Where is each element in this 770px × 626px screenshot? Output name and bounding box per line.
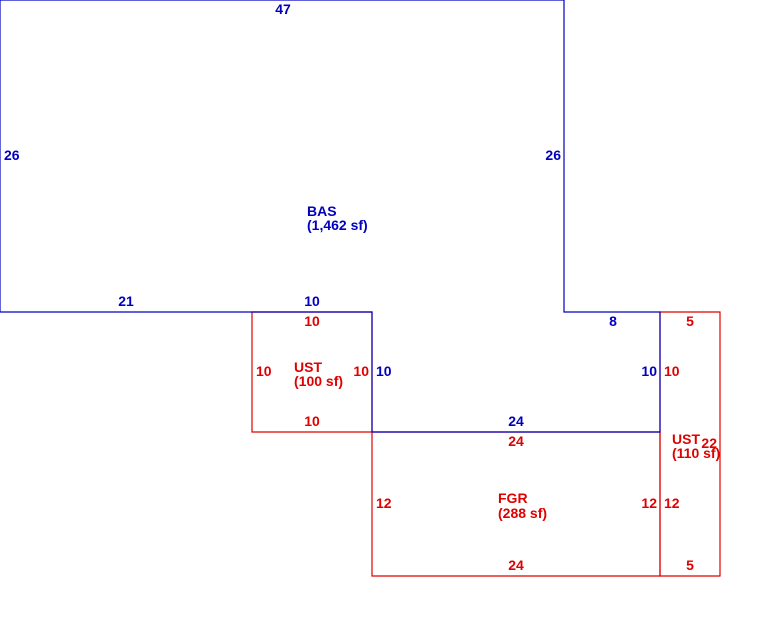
- bas-area: (1,462 sf): [307, 217, 368, 233]
- dim-bas-left: 26: [4, 147, 20, 163]
- dim-ust-left-right: 10: [353, 363, 369, 379]
- dim-ust-left-bottom: 10: [304, 413, 320, 429]
- ust-right-outline: [659, 311, 721, 577]
- dim-ust-right-left-upper: 10: [664, 363, 680, 379]
- fgr-label: FGR: [498, 490, 528, 506]
- dim-bas-inner-bottom: 24: [508, 413, 524, 429]
- dim-bas-right: 26: [545, 147, 561, 163]
- dim-ust-left-top: 10: [304, 313, 320, 329]
- dim-bas-bottom-left: 21: [118, 293, 134, 309]
- dim-ust-right-right: 22: [701, 435, 717, 451]
- dim-fgr-bottom: 24: [508, 557, 524, 573]
- dim-ust-right-top: 5: [686, 313, 694, 329]
- dim-fgr-right: 12: [641, 495, 657, 511]
- dim-bas-top: 47: [275, 1, 291, 17]
- ust-right-label: UST: [672, 431, 700, 447]
- bas-outline: [0, 0, 661, 433]
- dim-fgr-left: 12: [376, 495, 392, 511]
- dim-fgr-top: 24: [508, 433, 524, 449]
- fgr-area: (288 sf): [498, 505, 547, 521]
- dim-ust-right-left-lower: 12: [664, 495, 680, 511]
- dim-bas-inner-left: 10: [376, 363, 392, 379]
- dim-bas-step-right: 8: [609, 313, 617, 329]
- dim-ust-left-left: 10: [256, 363, 272, 379]
- ust-left-label: UST: [294, 359, 322, 375]
- ust-right-area: (110 sf): [672, 445, 720, 461]
- dim-bas-bottom-mid: 10: [304, 293, 320, 309]
- dim-bas-inner-right: 10: [641, 363, 657, 379]
- ust-left-area: (100 sf): [294, 373, 343, 389]
- bas-label: BAS: [307, 203, 337, 219]
- dim-ust-right-bottom: 5: [686, 557, 694, 573]
